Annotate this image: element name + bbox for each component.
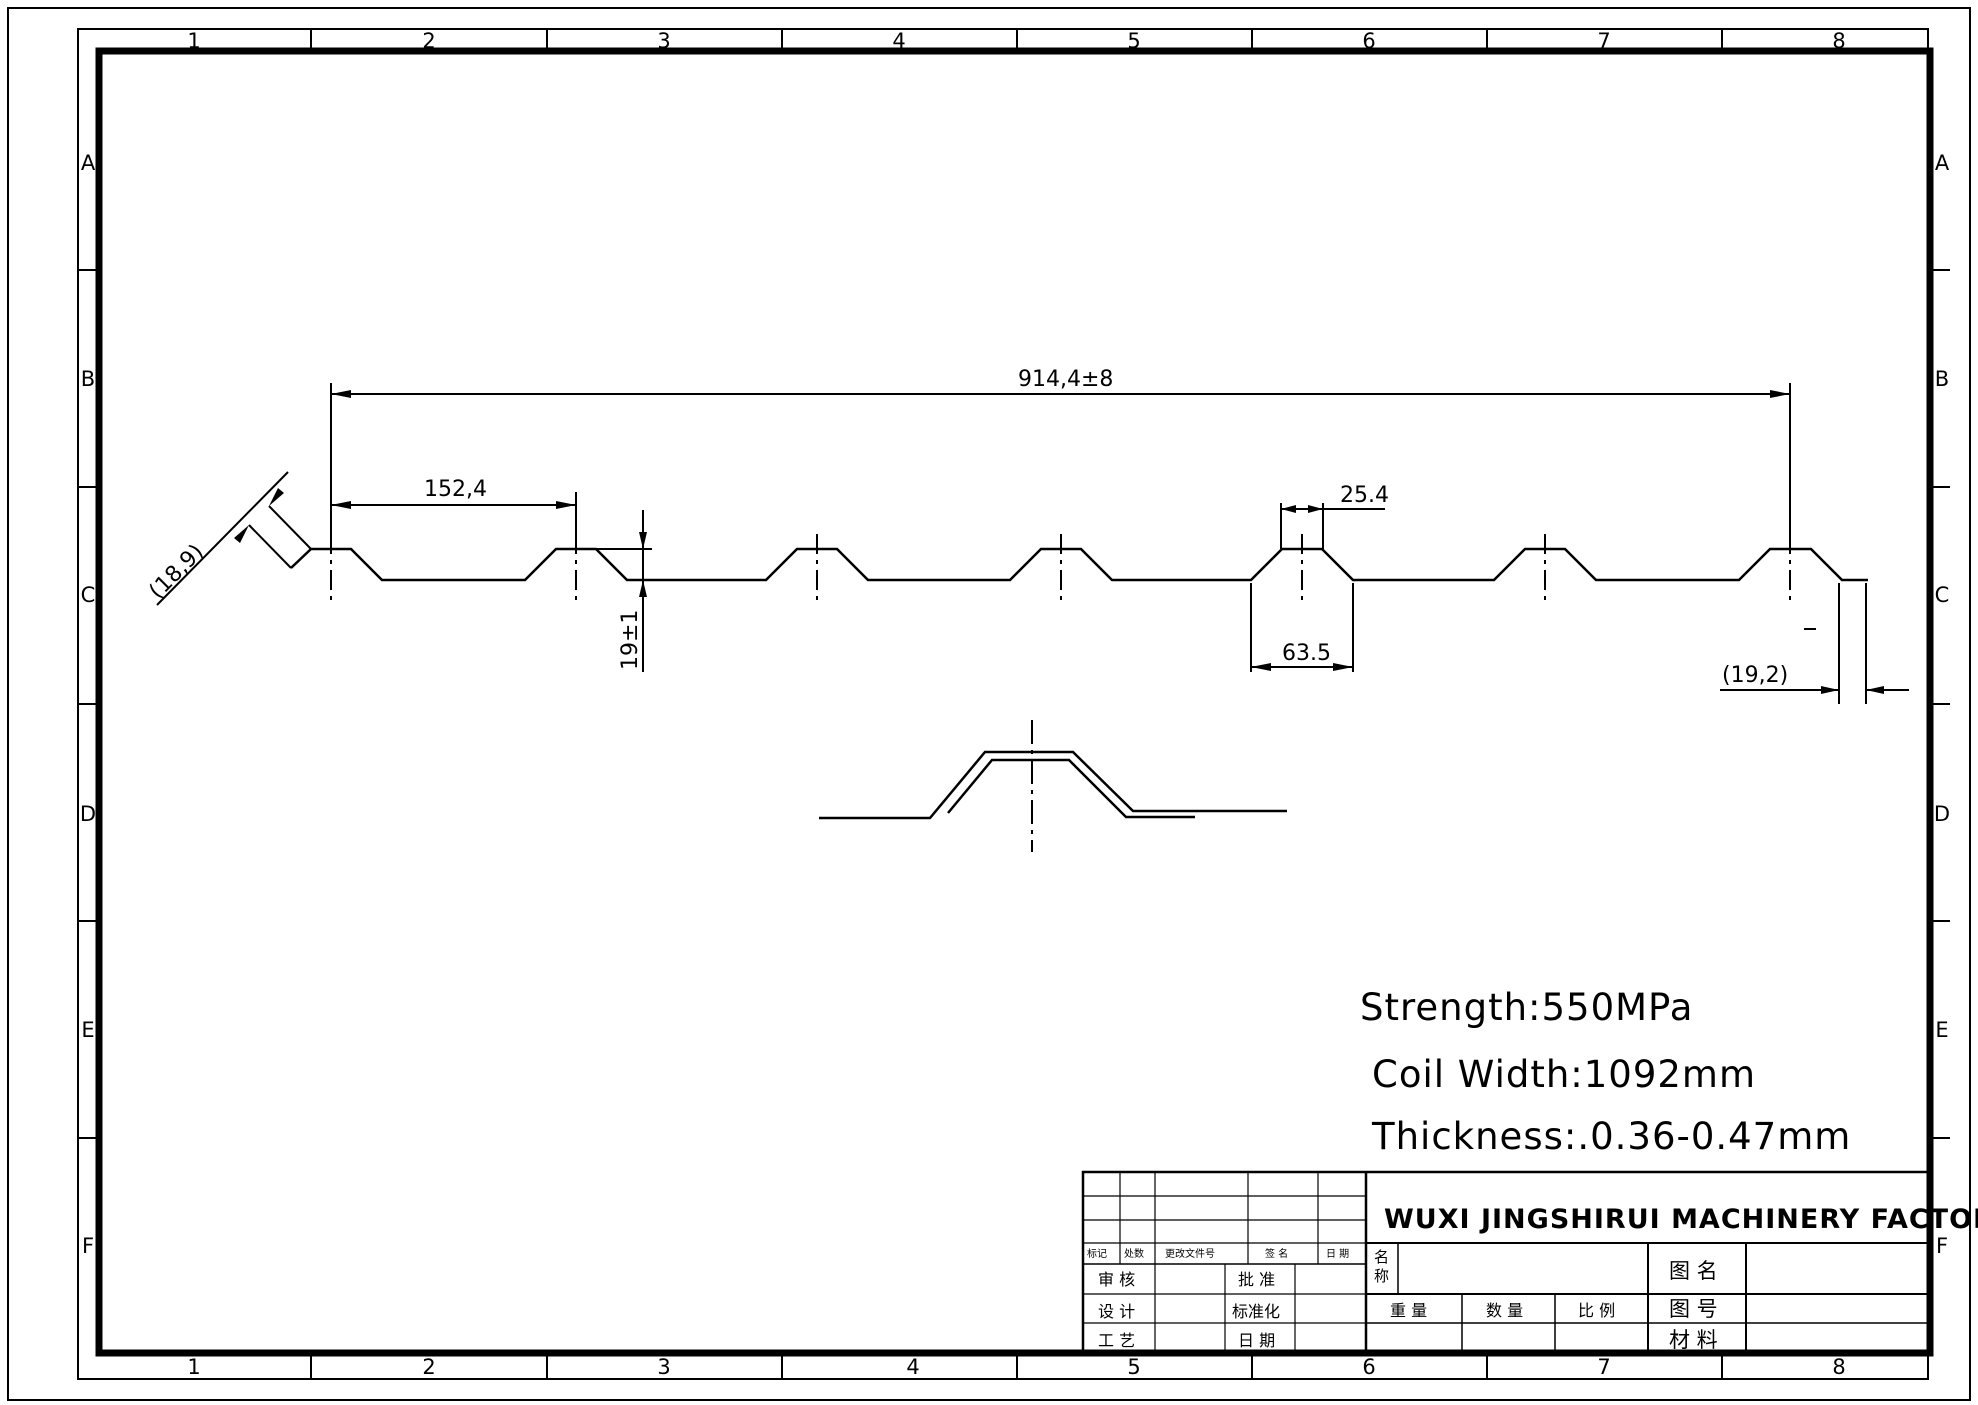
scale-label: 比 例 — [1578, 1301, 1615, 1320]
drawing-number-label: 图 号 — [1669, 1297, 1718, 1321]
col-label-top: 7 — [1597, 29, 1610, 53]
col-label-top: 3 — [657, 29, 670, 53]
quantity-label: 数 量 — [1486, 1301, 1523, 1320]
col-label-top: 6 — [1362, 29, 1375, 53]
material-label: 材 料 — [1669, 1328, 1718, 1352]
rev-header: 处数 — [1124, 1247, 1144, 1260]
title-block — [1081, 1170, 1932, 1355]
rib-top-width-label: 25.4 — [1340, 483, 1389, 508]
rib-center-lines — [330, 534, 1791, 600]
col-label-top: 2 — [422, 29, 435, 53]
col-label-bottom: 8 — [1832, 1355, 1845, 1379]
rev-header: 签 名 — [1265, 1247, 1288, 1260]
row-label-right: E — [1935, 1018, 1948, 1042]
row-label-right: A — [1935, 151, 1950, 175]
left-edge-label: (18,9) — [145, 540, 209, 604]
col-label-bottom: 6 — [1362, 1355, 1375, 1379]
standardize-label: 标准化 — [1232, 1302, 1280, 1321]
design-label: 设 计 — [1098, 1302, 1135, 1321]
overall-pitch-label: 914,4±8 — [1018, 367, 1113, 392]
drawing-frame — [95, 47, 1934, 1357]
row-label-left: A — [81, 151, 96, 175]
approve-label: 批 准 — [1238, 1270, 1275, 1289]
process-label: 工 艺 — [1098, 1331, 1135, 1350]
col-label-bottom: 7 — [1597, 1355, 1610, 1379]
row-label-left: C — [81, 583, 96, 607]
col-label-top: 5 — [1127, 29, 1140, 53]
col-label-top: 4 — [892, 29, 905, 53]
rev-header: 更改文件号 — [1165, 1247, 1215, 1260]
company-name: WUXI JINGSHIRUI MACHINERY FACTORY — [1384, 1204, 1978, 1235]
row-label-right: F — [1936, 1234, 1948, 1258]
roof-sheet-profile — [290, 547, 1868, 582]
row-label-left: F — [82, 1234, 94, 1258]
col-label-top: 8 — [1832, 29, 1845, 53]
col-label-bottom: 1 — [187, 1355, 200, 1379]
zone-frame — [77, 28, 1929, 1380]
rib-height-label: 19±1 — [618, 610, 643, 670]
col-label-top: 1 — [187, 29, 200, 53]
name-label-2: 称 — [1374, 1267, 1389, 1285]
row-label-left: B — [81, 367, 95, 391]
outer-sheet-border — [7, 7, 1971, 1401]
rib-spacing-label: 152,4 — [424, 477, 487, 502]
name-label-1: 名 — [1374, 1248, 1389, 1266]
col-label-bottom: 3 — [657, 1355, 670, 1379]
col-label-bottom: 5 — [1127, 1355, 1140, 1379]
strength-note: Strength:550MPa — [1360, 986, 1694, 1029]
zone-dividers — [78, 29, 1950, 1379]
title-block-text: WUXI JINGSHIRUI MACHINERY FACTORY 标记 处数 … — [1087, 1204, 1978, 1352]
date-label: 日 期 — [1238, 1331, 1275, 1350]
row-label-right: B — [1935, 367, 1949, 391]
row-label-left: D — [80, 802, 96, 826]
col-label-bottom: 4 — [906, 1355, 919, 1379]
rev-header: 日 期 — [1326, 1248, 1349, 1260]
rib-detail-view — [819, 720, 1287, 852]
dimension-lines — [156, 383, 1909, 704]
zone-labels: 1 2 3 4 5 6 7 8 1 2 3 4 5 6 7 8 A B C D … — [80, 29, 1950, 1379]
rib-base-width-label: 63.5 — [1282, 641, 1331, 666]
row-label-right: D — [1934, 802, 1950, 826]
drawing-name-label: 图 名 — [1669, 1259, 1718, 1283]
row-label-left: E — [81, 1018, 94, 1042]
row-label-right: C — [1935, 583, 1950, 607]
thickness-note: Thickness:.0.36-0.47mm — [1372, 1115, 1852, 1158]
review-label: 审 核 — [1098, 1270, 1135, 1289]
rev-header: 标记 — [1087, 1248, 1107, 1260]
coil-width-note: Coil Width:1092mm — [1372, 1053, 1757, 1096]
weight-label: 重 量 — [1390, 1301, 1427, 1320]
right-edge-label: (19,2) — [1722, 663, 1788, 688]
col-label-bottom: 2 — [422, 1355, 435, 1379]
dimension-labels: 914,4±8 152,4 25.4 63.5 19±1 (18,9) (19,… — [145, 367, 1789, 688]
